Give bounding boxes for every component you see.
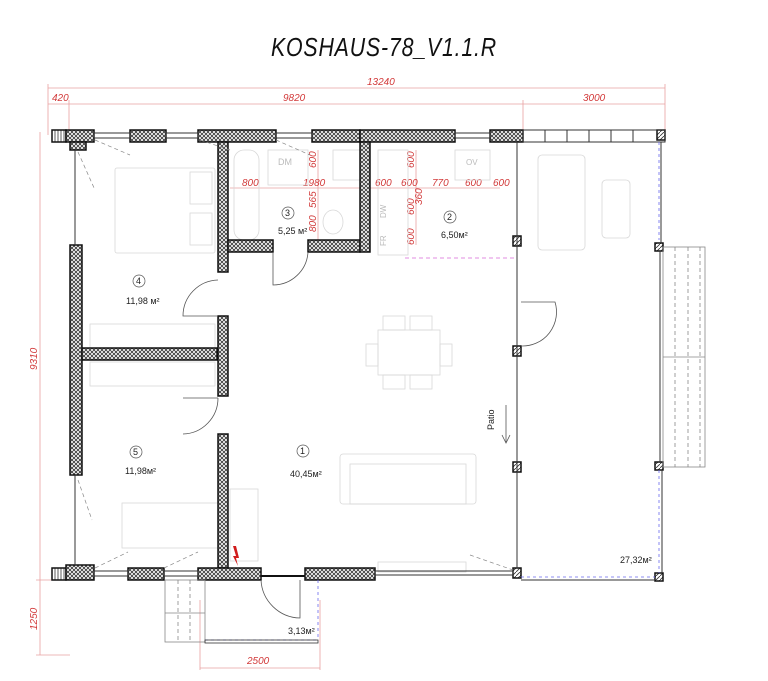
electric-panel-icon bbox=[233, 546, 239, 566]
room-1: 1 40,45м² bbox=[290, 444, 322, 479]
dim-kitchen-600d: 600 bbox=[493, 178, 510, 189]
dim-kitchen-600b: 600 bbox=[401, 178, 418, 189]
svg-text:11,98 м²: 11,98 м² bbox=[126, 296, 160, 306]
dim-bath-800: 800 bbox=[242, 178, 259, 189]
patio-label: Patio bbox=[486, 409, 496, 430]
furniture bbox=[89, 149, 631, 573]
dim-terrace-width: 3000 bbox=[583, 93, 606, 104]
dim-porch-width: 2500 bbox=[246, 656, 270, 667]
svg-text:5,25 м²: 5,25 м² bbox=[278, 226, 307, 236]
dim-porch-depth: 1250 bbox=[29, 607, 40, 630]
dim-bath-565: 565 bbox=[308, 191, 319, 208]
dim-left-offset: 420 bbox=[52, 93, 69, 104]
svg-text:11,98м²: 11,98м² bbox=[125, 466, 156, 476]
appliance-ov: OV bbox=[466, 158, 478, 167]
dim-kitchen-600v1: 600 bbox=[406, 151, 417, 168]
dim-overall-height: 9310 bbox=[29, 347, 40, 370]
room-5: 5 11,98м² bbox=[125, 445, 156, 476]
svg-text:1: 1 bbox=[300, 446, 305, 456]
room-3: 3 5,25 м² bbox=[278, 206, 307, 236]
room-2: 2 6,50м² bbox=[441, 210, 468, 240]
dim-bath-800v: 800 bbox=[308, 215, 319, 232]
stairs bbox=[164, 246, 706, 644]
dim-kitchen-360: 360 bbox=[414, 188, 425, 205]
svg-text:5: 5 bbox=[133, 447, 138, 457]
dim-overall-width: 13240 bbox=[367, 77, 395, 88]
svg-text:4: 4 bbox=[136, 276, 141, 286]
dim-bath-600: 600 bbox=[308, 151, 319, 168]
appliance-fr: FR bbox=[379, 235, 388, 246]
terrace-area: 27,32м² bbox=[620, 555, 652, 565]
windows bbox=[74, 129, 666, 581]
room-4: 4 11,98 м² bbox=[126, 274, 160, 306]
terrace-boundary bbox=[205, 142, 660, 641]
dimension-lines bbox=[36, 84, 666, 670]
svg-text:3: 3 bbox=[285, 208, 290, 218]
patio-arrow-icon bbox=[501, 405, 511, 444]
walls bbox=[51, 129, 666, 582]
dim-kitchen-600v3: 600 bbox=[406, 228, 417, 245]
dim-kitchen-600a: 600 bbox=[375, 178, 392, 189]
appliance-dm: DM bbox=[278, 157, 292, 167]
doors bbox=[182, 251, 557, 619]
svg-text:2: 2 bbox=[447, 212, 452, 222]
dim-kitchen-770: 770 bbox=[432, 178, 449, 189]
plan-title: KOSHAUS-78_V1.1.R bbox=[270, 32, 498, 62]
dim-kitchen-600c: 600 bbox=[465, 178, 482, 189]
svg-text:40,45м²: 40,45м² bbox=[290, 469, 322, 479]
dim-bath-1980: 1980 bbox=[303, 178, 326, 189]
appliance-dw: DW bbox=[379, 204, 388, 218]
dim-house-width: 9820 bbox=[283, 93, 306, 104]
porch-area: 3,13м² bbox=[288, 626, 315, 636]
svg-text:6,50м²: 6,50м² bbox=[441, 230, 468, 240]
dim-kitchen-600v2: 600 bbox=[406, 198, 417, 215]
